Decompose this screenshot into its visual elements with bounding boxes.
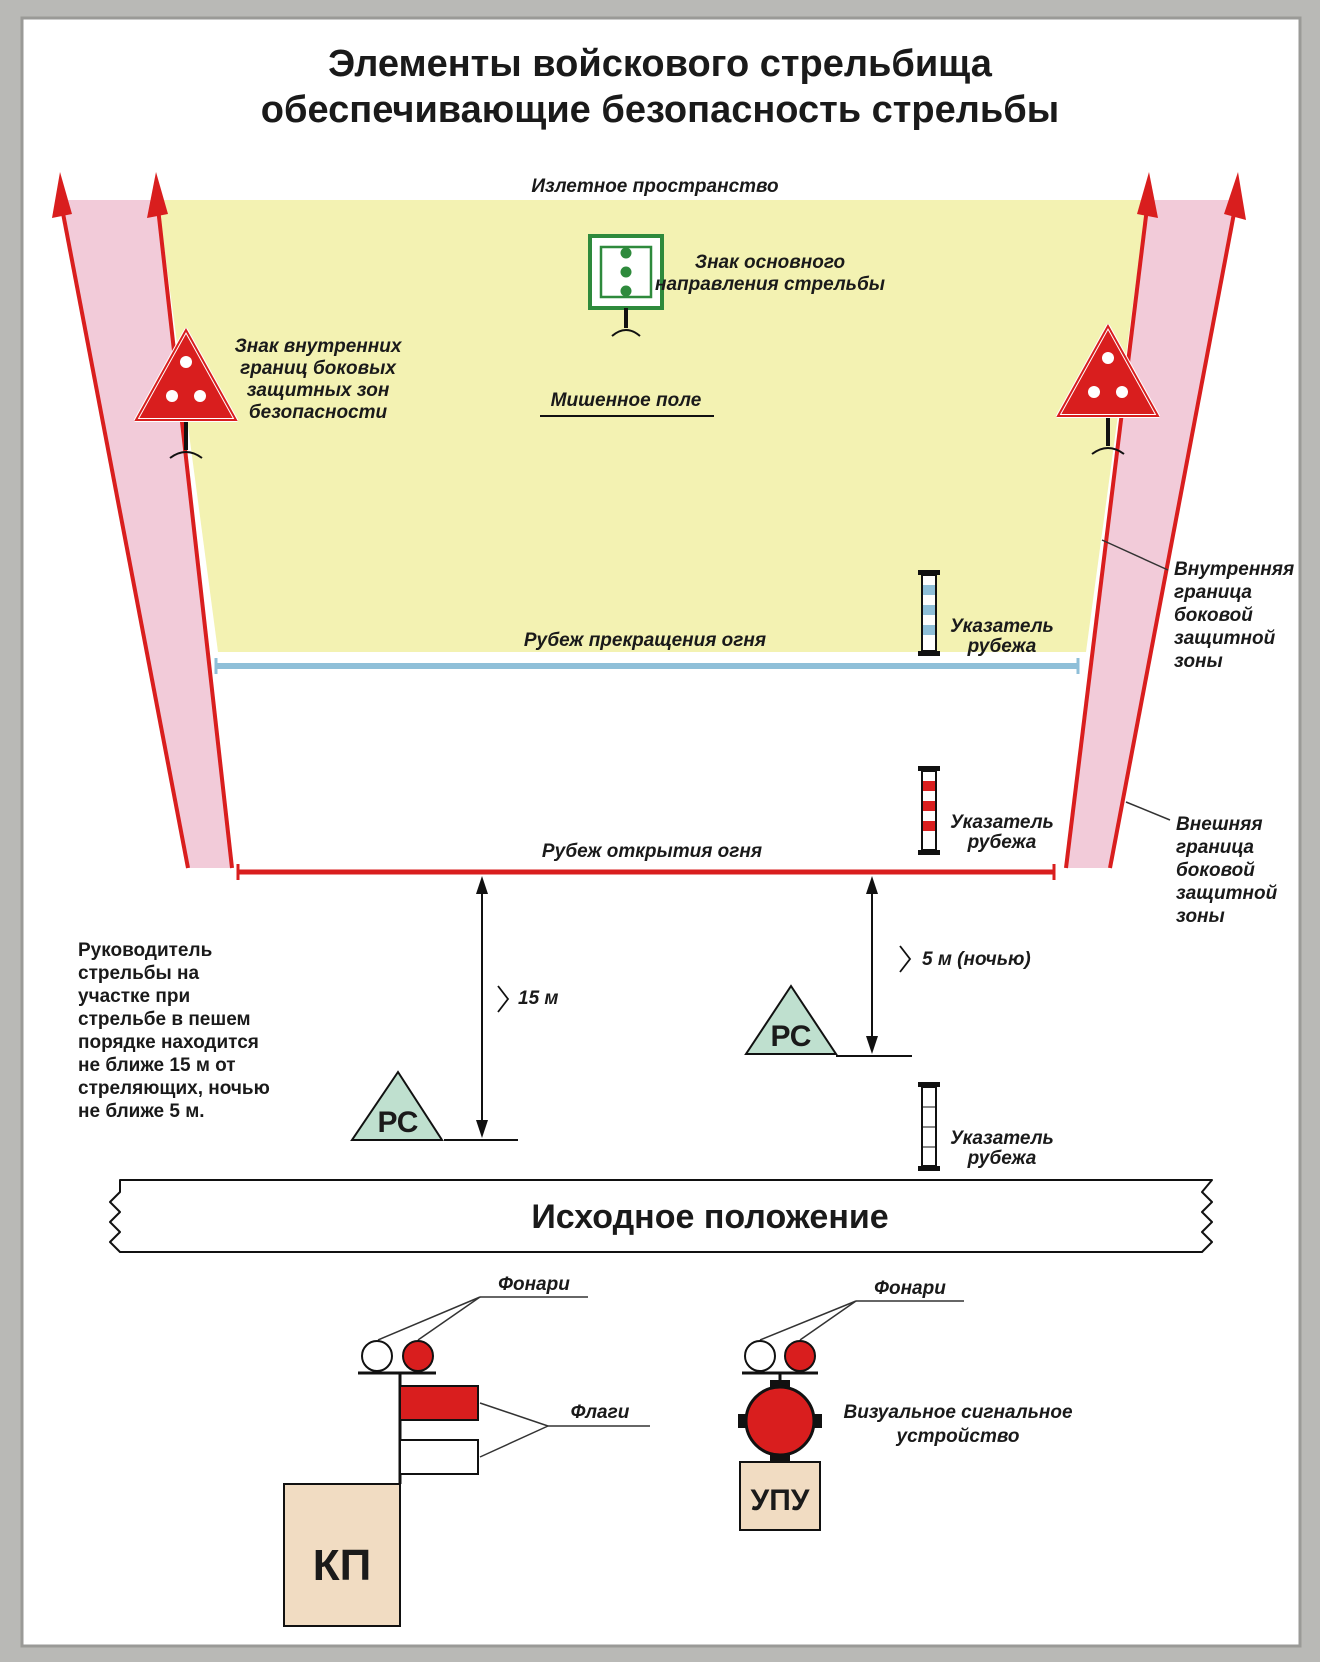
target-field-label: Мишенное поле: [551, 390, 702, 411]
supervisor-note-7: стреляющих, ночью: [78, 1078, 270, 1099]
line-indicator-red: [918, 766, 940, 855]
svg-text:РС: РС: [771, 1020, 812, 1053]
flags-label: Флаги: [571, 1402, 630, 1423]
upu-lanterns: [742, 1340, 818, 1382]
white-flag: [399, 1439, 479, 1475]
start-position-band: [109, 1179, 1213, 1253]
main-direction-label-1: Знак основного: [695, 252, 845, 273]
indicator-label-1a: Указатель: [950, 616, 1054, 637]
supervisor-note-2: стрельбы на: [78, 963, 200, 984]
indicator-label-1b: рубежа: [967, 636, 1037, 657]
left-inner-boundary: [147, 172, 234, 869]
inner-boundary-label-4: защитной: [1174, 628, 1276, 649]
supervisor-note-6: не ближе 15 м от: [78, 1055, 236, 1076]
line-indicator-blue: [918, 570, 940, 656]
main-direction-label-2: направления стрельбы: [655, 274, 885, 295]
indicator-label-3a: Указатель: [950, 1128, 1054, 1149]
flags-leader-a: [479, 1402, 549, 1427]
distance-15m-arrow: [444, 876, 518, 1141]
lanterns-leader-left-b: [417, 1296, 481, 1341]
flags-leader-b: [479, 1425, 549, 1458]
title-line-1: Элементы войскового стрельбища: [328, 43, 993, 85]
inner-sign-label-3: защитных зон: [247, 380, 390, 401]
supervisor-note-8: не ближе 5 м.: [78, 1101, 205, 1122]
visual-signal-device: [738, 1380, 822, 1462]
open-fire-label: Рубеж открытия огня: [542, 841, 762, 862]
right-outer-boundary: [1108, 172, 1246, 869]
outer-boundary-label-5: зоны: [1176, 906, 1225, 927]
outer-boundary-label-1: Внешняя: [1176, 814, 1263, 835]
distance-15m-label: 15 м: [518, 988, 558, 1009]
line-indicator-white: [918, 1082, 940, 1171]
supervisor-note-5: порядке находится: [78, 1032, 259, 1053]
open-fire-line: [236, 864, 1056, 880]
cease-fire-line: [214, 658, 1080, 674]
lanterns-label-left: Фонари: [498, 1274, 570, 1295]
lanterns-leader-right-b: [799, 1300, 857, 1341]
inner-boundary-sign-right: [1056, 323, 1160, 455]
left-outer-boundary: [52, 172, 190, 869]
upu-label: УПУ: [751, 1484, 810, 1517]
signal-device-label-1: Визуальное сигнальное: [843, 1402, 1072, 1423]
lanterns-leader-left-a: [377, 1296, 481, 1341]
indicator-label-3b: рубежа: [967, 1148, 1037, 1169]
distance-5m-arrow: [836, 876, 912, 1057]
right-lateral-zone: [1066, 200, 1235, 868]
kp-lanterns: [358, 1340, 436, 1375]
supervisor-note-1: Руководитель: [78, 940, 212, 961]
upu-box: [739, 1461, 821, 1531]
inner-sign-label-2: границ боковых: [240, 358, 397, 379]
rs-triangle-night: РС: [744, 984, 838, 1055]
inner-boundary-label-3: боковой: [1174, 605, 1253, 626]
outer-boundary-label-2: граница: [1176, 837, 1254, 858]
indicator-label-2a: Указатель: [950, 812, 1054, 833]
inner-sign-label-4: безопасности: [249, 402, 388, 423]
kp-label: КП: [313, 1541, 371, 1590]
outer-boundary-label-4: защитной: [1176, 883, 1278, 904]
supervisor-note-4: стрельбе в пешем: [78, 1009, 251, 1030]
rs-triangle-day: РС: [350, 1070, 444, 1141]
svg-text:РС: РС: [378, 1106, 419, 1139]
supervisor-note-3: участке при: [78, 986, 190, 1007]
outer-boundary-label-3: боковой: [1176, 860, 1255, 881]
outer-boundary-leader: [1125, 801, 1171, 821]
kp-box: [283, 1483, 401, 1627]
inner-sign-label-1: Знак внутренних: [235, 336, 403, 357]
right-inner-boundary: [1064, 172, 1158, 869]
lanterns-leader-right-a: [759, 1300, 857, 1341]
cease-fire-label: Рубеж прекращения огня: [524, 630, 766, 651]
inner-boundary-label-5: зоны: [1174, 651, 1223, 672]
start-position-label: Исходное положение: [531, 1198, 888, 1236]
left-lateral-zone: [62, 200, 232, 868]
main-direction-sign: [588, 234, 664, 337]
distance-5m-label: 5 м (ночью): [922, 949, 1031, 970]
title-line-2: обеспечивающие безопасность стрельбы: [261, 89, 1059, 131]
red-flag: [399, 1385, 479, 1421]
inner-boundary-sign-left: [134, 327, 238, 459]
inner-boundary-leader: [1101, 539, 1169, 571]
inner-boundary-label-1: Внутренняя: [1174, 559, 1294, 580]
signal-device-label-2: устройство: [896, 1426, 1020, 1447]
target-field-area: [158, 200, 1147, 652]
overflight-space-label: Излетное пространство: [531, 176, 778, 197]
lanterns-label-right: Фонари: [874, 1278, 946, 1299]
inner-boundary-label-2: граница: [1174, 582, 1252, 603]
indicator-label-2b: рубежа: [967, 832, 1037, 853]
